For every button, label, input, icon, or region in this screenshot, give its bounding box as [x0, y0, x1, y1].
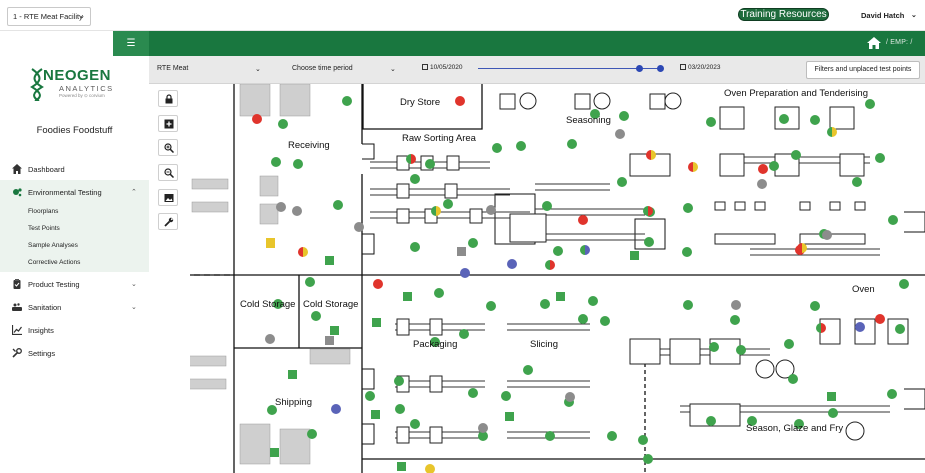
- nav-product-testing[interactable]: Product Testing ⌄: [0, 273, 149, 295]
- chevron-down-icon: ⌄: [390, 66, 396, 73]
- room-label-slicing: Slicing: [530, 339, 558, 350]
- logo-word: NEOGEN: [43, 67, 112, 84]
- room-label-packaging: Packaging: [413, 339, 458, 350]
- nav-label: Product Testing: [28, 280, 80, 289]
- start-date-value: 10/05/2020: [430, 64, 463, 71]
- nav-environmental-testing[interactable]: Environmental Testing ⌃: [0, 181, 149, 203]
- add-icon: [164, 119, 174, 129]
- room-label-receiving: Receiving: [288, 140, 330, 151]
- zoom-out-button[interactable]: [158, 164, 178, 181]
- end-date[interactable]: 03/20/2023: [680, 64, 721, 71]
- breadcrumb: / EMP: /: [886, 39, 913, 46]
- wrench-button[interactable]: [158, 213, 178, 230]
- nav-sub-corrective-actions[interactable]: Corrective Actions: [28, 259, 81, 266]
- lock-button[interactable]: [158, 90, 178, 107]
- nav-insights[interactable]: Insights: [0, 319, 149, 341]
- logo-tagline: Powered by ⊙ corvium: [59, 93, 105, 98]
- room-label-dry-store: Dry Store: [400, 97, 441, 108]
- room-label-season-glaze-fry: Season, Glaze and Fry: [746, 423, 844, 434]
- period-select-label: Choose time period: [292, 65, 353, 72]
- nav-settings[interactable]: Settings: [0, 342, 149, 364]
- home-icon: [12, 164, 22, 174]
- sidebar: NEOGEN ANALYTICS Powered by ⊙ corvium Fo…: [0, 56, 149, 473]
- map-toolbar: RTE Meat ⌄ Choose time period ⌄ 10/05/20…: [149, 56, 925, 84]
- nav-sub-test-points[interactable]: Test Points: [28, 225, 60, 232]
- chevron-up-icon: ⌃: [131, 189, 137, 196]
- chevron-down-icon: ⌄: [131, 304, 137, 311]
- floorplan-svg: [190, 84, 925, 473]
- menu-toggle-button[interactable]: ☰: [113, 31, 149, 56]
- nav-label: Dashboard: [28, 165, 65, 174]
- add-button[interactable]: [158, 115, 178, 132]
- shelving: [190, 84, 351, 465]
- equipment: [396, 92, 909, 444]
- floorplan-canvas[interactable]: Dry Store Raw Sorting Area Seasoning Ove…: [190, 84, 925, 473]
- facility-select-label: 1 - RTE Meat Facility: [13, 12, 83, 21]
- slider-handle-start[interactable]: [636, 65, 644, 72]
- zoom-in-icon: [164, 143, 174, 153]
- lock-icon: [165, 94, 173, 104]
- company-name: Foodies Foodstuff: [36, 125, 113, 136]
- user-menu[interactable]: David Hatch ⌄: [861, 11, 917, 20]
- nav-label: Environmental Testing: [28, 188, 102, 197]
- end-date-value: 03/20/2023: [688, 64, 721, 71]
- logo-sub: ANALYTICS: [59, 84, 114, 93]
- product-select[interactable]: RTE Meat ⌄: [157, 65, 265, 73]
- clipboard-icon: [13, 279, 21, 289]
- image-icon: [164, 194, 174, 202]
- chevron-down-icon: ⌄: [131, 281, 137, 288]
- start-date[interactable]: 10/05/2020: [422, 64, 463, 71]
- room-label-oven-preparation: Oven Preparation and Tenderising: [724, 88, 869, 99]
- room-label-oven: Oven: [852, 284, 875, 295]
- chart-icon: [12, 325, 22, 335]
- slider-handle-end[interactable]: [656, 65, 664, 72]
- room-label-seasoning: Seasoning: [566, 115, 611, 126]
- training-resources-button[interactable]: Training Resources: [738, 8, 829, 21]
- top-bar: 1 - RTE Meat Facility ⌄ Training Resourc…: [0, 0, 925, 31]
- room-label-raw-sorting-area: Raw Sorting Area: [402, 133, 476, 144]
- microbe-icon: [13, 188, 22, 197]
- wrench-icon: [164, 217, 174, 227]
- chevron-down-icon: ⌄: [79, 13, 85, 20]
- nav-sanitation[interactable]: Sanitation ⌄: [0, 296, 149, 318]
- nav-label: Sanitation: [28, 303, 62, 312]
- calendar-icon: [680, 64, 686, 70]
- chevron-down-icon: ⌄: [911, 12, 917, 19]
- nav-dashboard[interactable]: Dashboard: [0, 158, 149, 180]
- date-range-slider[interactable]: [478, 65, 664, 72]
- room-label-cold-storage-2: Cold Storage: [303, 299, 359, 310]
- chevron-down-icon: ⌄: [255, 66, 261, 73]
- environmental-testing-group: [0, 180, 149, 272]
- nav-label: Settings: [28, 349, 56, 358]
- zoom-in-button[interactable]: [158, 139, 178, 156]
- user-name: David Hatch: [861, 11, 905, 20]
- hamburger-icon: ☰: [126, 38, 136, 49]
- nav-sub-floorplans[interactable]: Floorplans: [28, 208, 59, 215]
- nav-sub-sample-analyses[interactable]: Sample Analyses: [28, 242, 78, 249]
- neogen-logo: NEOGEN ANALYTICS Powered by ⊙ corvium: [29, 67, 119, 107]
- facility-select[interactable]: 1 - RTE Meat Facility ⌄: [7, 7, 91, 26]
- room-label-shipping: Shipping: [275, 397, 312, 408]
- sanitation-icon: [12, 303, 22, 311]
- filters-button[interactable]: Filters and unplaced test points: [806, 61, 920, 79]
- app-header: ☰ / EMP: /: [113, 31, 925, 56]
- image-button[interactable]: [158, 189, 178, 206]
- test-points: [252, 96, 909, 473]
- room-label-cold-storage-1: Cold Storage: [240, 299, 296, 310]
- home-icon[interactable]: [867, 37, 881, 49]
- dna-icon: [30, 68, 44, 101]
- gear-icon: [12, 348, 22, 358]
- period-select[interactable]: Choose time period ⌄: [292, 65, 400, 73]
- nav-label: Insights: [28, 326, 54, 335]
- calendar-icon: [422, 64, 428, 70]
- product-select-label: RTE Meat: [157, 65, 189, 72]
- zoom-out-icon: [164, 168, 174, 178]
